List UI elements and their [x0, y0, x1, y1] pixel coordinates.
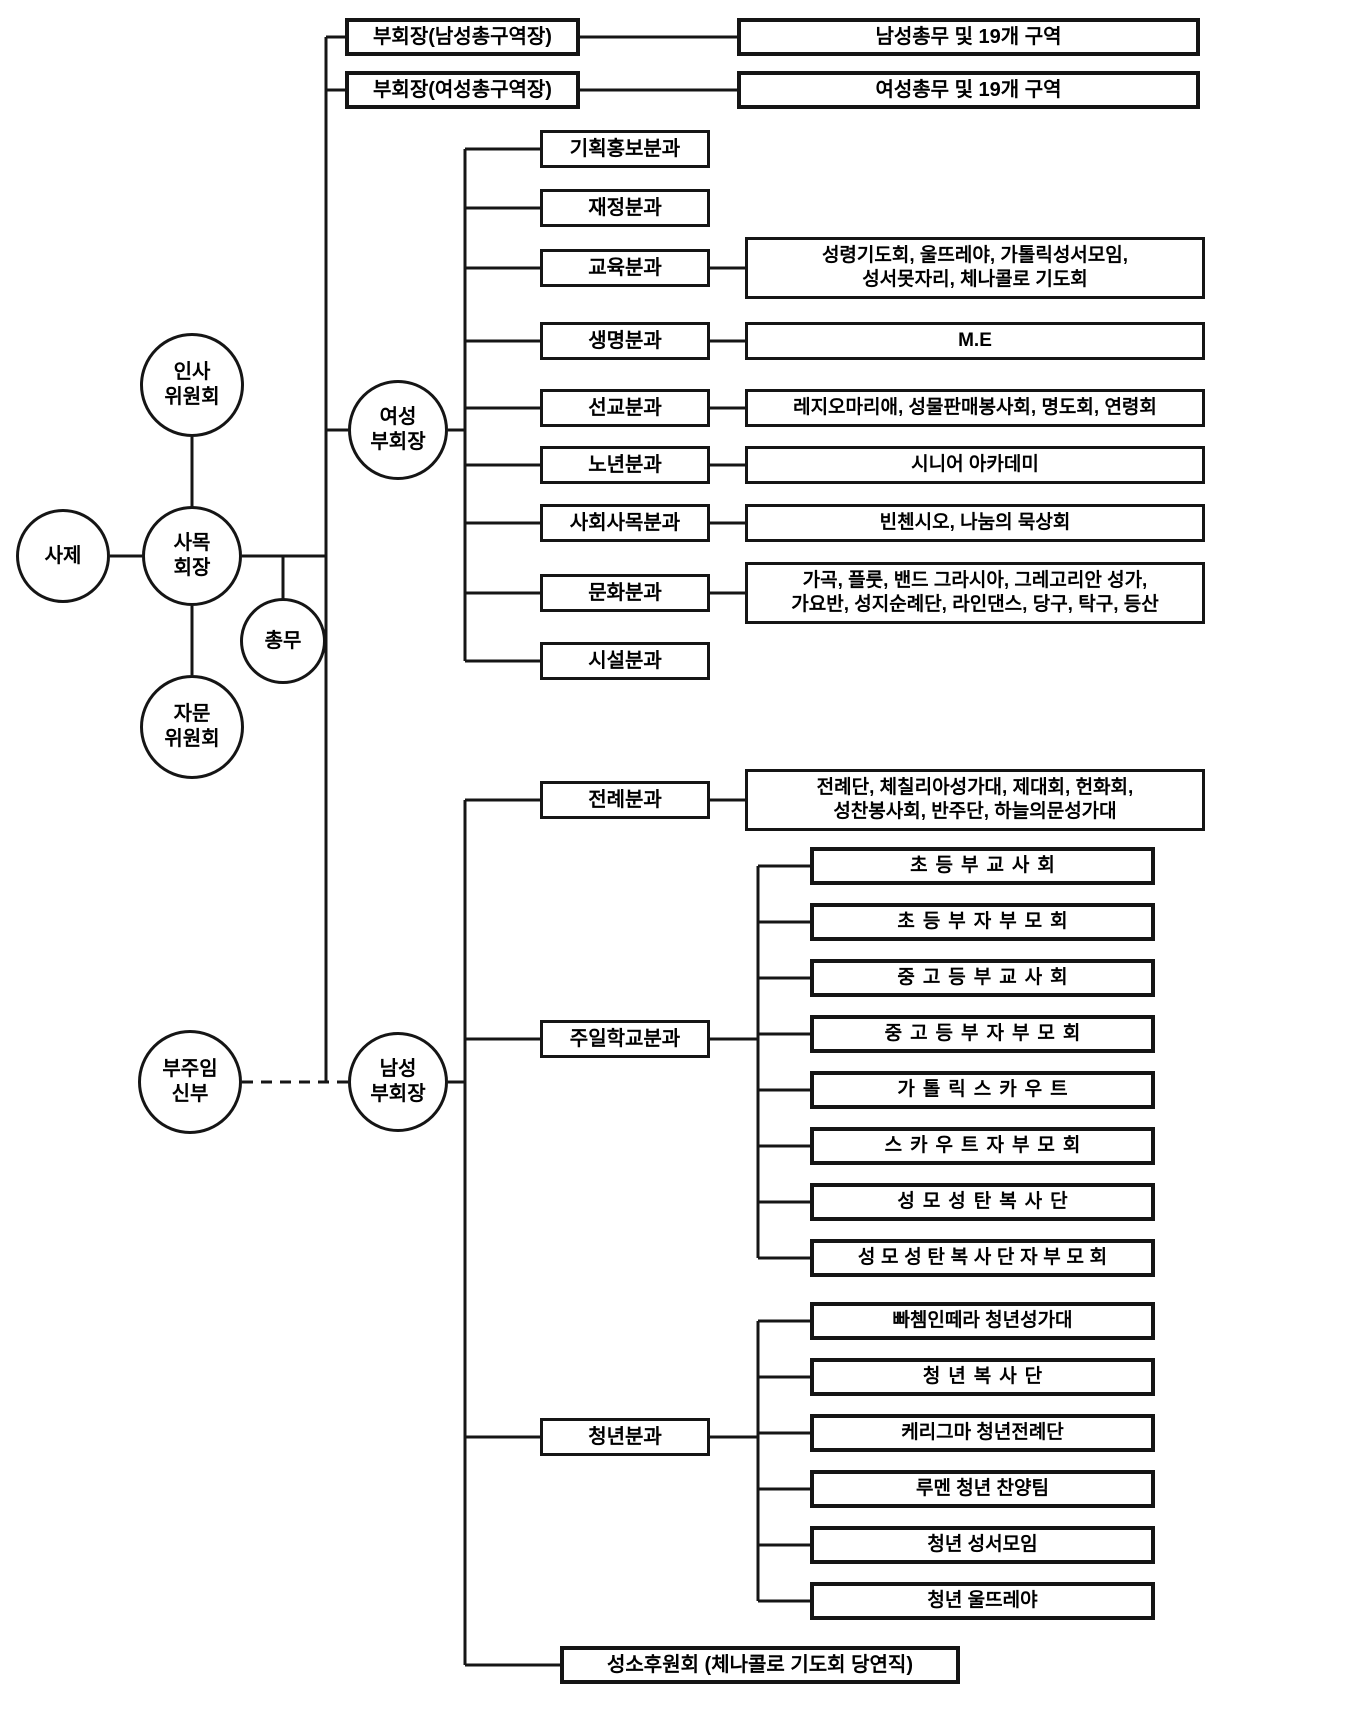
box-middle-high-teachers: 중고등부교사회	[810, 959, 1155, 997]
box-finance-subcommittee: 재정분과	[540, 189, 710, 227]
box-altar-servers: 성모성탄복사단	[810, 1183, 1155, 1221]
assistant-priest-label-line1: 부주임	[162, 1058, 218, 1080]
circle-pastoral-chair: 사목 회장	[142, 506, 242, 606]
hr-committee-label-line2: 위원회	[164, 386, 220, 408]
box-planning-pr-subcommittee: 기획홍보분과	[540, 130, 710, 168]
culture-detail-line2: 가요반, 성지순례단, 라인댄스, 당구, 탁구, 등산	[791, 594, 1159, 615]
education-detail-line1: 성령기도회, 울뜨레야, 가톨릭성서모임,	[821, 245, 1129, 267]
box-seniors-detail: 시니어 아카데미	[745, 446, 1205, 484]
men-vice-chair-label-line1: 남성	[379, 1058, 417, 1080]
advisory-committee-label-line2: 위원회	[164, 728, 220, 750]
box-lumen-youth-praise: 루멘 청년 찬양팀	[810, 1470, 1155, 1508]
box-elementary-teachers: 초등부교사회	[810, 847, 1155, 885]
box-altar-server-parents: 성모성탄복사단자부모회	[810, 1239, 1155, 1277]
circle-advisory-committee: 자문 위원회	[140, 675, 244, 779]
priest-label: 사제	[44, 544, 82, 567]
education-detail-line2: 성서못자리, 체나콜로 기도회	[862, 269, 1088, 290]
liturgy-detail-line1: 전례단, 체칠리아성가대, 제대회, 헌화회,	[816, 777, 1134, 799]
box-catholic-scouts: 가톨릭스카우트	[810, 1071, 1155, 1109]
circle-men-vice-chair: 남성 부회장	[348, 1032, 448, 1132]
box-vice-chair-men-district: 부회장(남성총구역장)	[345, 18, 580, 56]
box-facilities-subcommittee: 시설분과	[540, 642, 710, 680]
box-middle-high-parents: 중고등부자부모회	[810, 1015, 1155, 1053]
box-mission-subcommittee: 선교분과	[540, 389, 710, 427]
box-vice-chair-women-district: 부회장(여성총구역장)	[345, 71, 580, 109]
box-youth-bible-group: 청년 성서모임	[810, 1526, 1155, 1564]
circle-secretary: 총무	[240, 598, 326, 684]
advisory-committee-label-line1: 자문	[173, 703, 211, 725]
women-vice-chair-label-line2: 부회장	[370, 431, 426, 453]
box-elementary-parents: 초등부자부모회	[810, 903, 1155, 941]
box-men-districts-detail: 남성총무 및 19개 구역	[737, 18, 1200, 56]
circle-women-vice-chair: 여성 부회장	[348, 380, 448, 480]
box-youth-subcommittee: 청년분과	[540, 1418, 710, 1456]
liturgy-detail-line2: 성찬봉사회, 반주단, 하늘의문성가대	[833, 801, 1117, 822]
women-vice-chair-label-line1: 여성	[379, 406, 417, 428]
culture-detail-line1: 가곡, 플룻, 밴드 그라시아, 그레고리안 성가,	[802, 570, 1148, 592]
secretary-label: 총무	[264, 629, 302, 652]
box-culture-subcommittee: 문화분과	[540, 574, 710, 612]
box-life-detail: M.E	[745, 322, 1205, 360]
box-women-districts-detail: 여성총무 및 19개 구역	[737, 71, 1200, 109]
assistant-priest-label-line2: 신부	[171, 1083, 209, 1105]
box-life-subcommittee: 생명분과	[540, 322, 710, 360]
box-social-pastoral-subcommittee: 사회사목분과	[540, 504, 710, 542]
box-liturgy-detail: 전례단, 체칠리아성가대, 제대회, 헌화회, 성찬봉사회, 반주단, 하늘의문…	[745, 769, 1205, 831]
box-scout-parents: 스카우트자부모회	[810, 1127, 1155, 1165]
box-youth-choir: 빠쳄인떼라 청년성가대	[810, 1302, 1155, 1340]
pastoral-chair-label-line2: 회장	[173, 557, 211, 579]
box-social-pastoral-detail: 빈첸시오, 나눔의 묵상회	[745, 504, 1205, 542]
circle-hr-committee: 인사 위원회	[140, 333, 244, 437]
circle-assistant-priest: 부주임 신부	[138, 1030, 242, 1134]
box-mission-detail: 레지오마리애, 성물판매봉사회, 명도회, 연령회	[745, 389, 1205, 427]
box-youth-altar-servers: 청년복사단	[810, 1358, 1155, 1396]
hr-committee-label-line1: 인사	[173, 361, 211, 383]
box-seniors-subcommittee: 노년분과	[540, 446, 710, 484]
box-sunday-school-subcommittee: 주일학교분과	[540, 1020, 710, 1058]
men-vice-chair-label-line2: 부회장	[370, 1083, 426, 1105]
box-education-subcommittee: 교육분과	[540, 249, 710, 287]
box-culture-detail: 가곡, 플룻, 밴드 그라시아, 그레고리안 성가, 가요반, 성지순례단, 라…	[745, 562, 1205, 624]
box-education-detail: 성령기도회, 울뜨레야, 가톨릭성서모임, 성서못자리, 체나콜로 기도회	[745, 237, 1205, 299]
box-kerygma-youth-liturgy: 케리그마 청년전례단	[810, 1414, 1155, 1452]
box-vocation-support-association: 성소후원회 (체나콜로 기도회 당연직)	[560, 1646, 960, 1684]
pastoral-chair-label-line1: 사목	[173, 532, 211, 554]
circle-priest: 사제	[16, 509, 110, 603]
box-liturgy-subcommittee: 전례분과	[540, 781, 710, 819]
box-youth-ultreya: 청년 울뜨레야	[810, 1582, 1155, 1620]
solid-connectors	[110, 35, 810, 1667]
